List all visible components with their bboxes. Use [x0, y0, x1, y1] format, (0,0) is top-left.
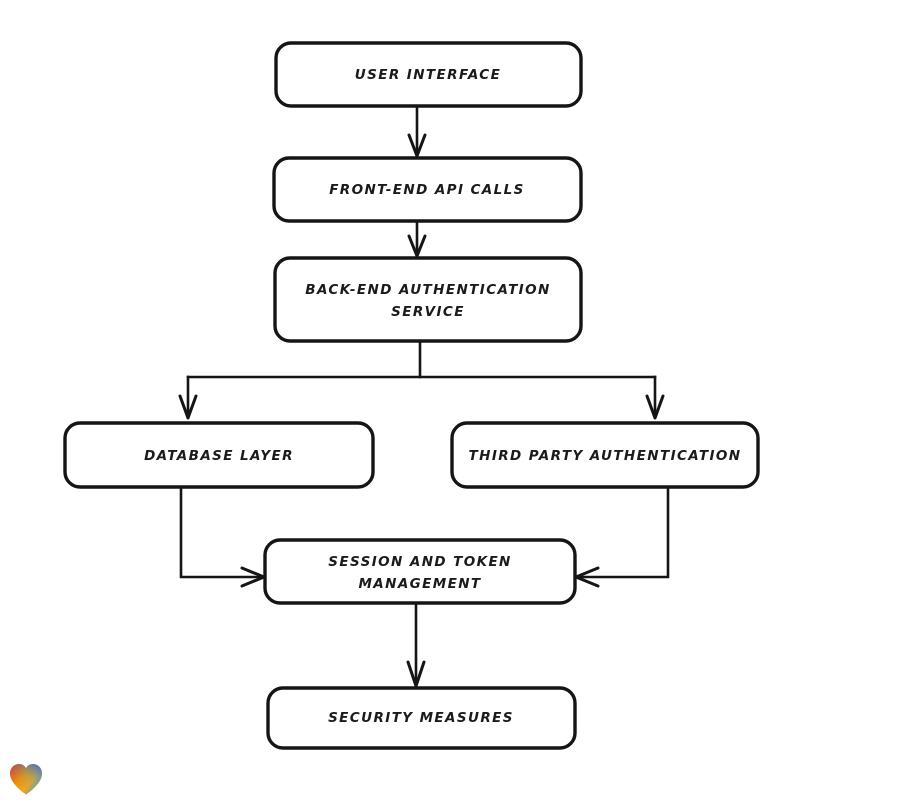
node-label-session-and-token-management-line2: MANAGEMENT — [358, 576, 481, 592]
edge-api-to-backend — [407, 219, 427, 258]
edge-ui-to-api — [407, 104, 427, 158]
node-label-back-end-auth-service-line1: BACK-END AUTHENTICATION — [305, 282, 550, 298]
node-label-session-and-token-management-line1: SESSION AND TOKEN — [328, 554, 512, 570]
node-box-third-party-authentication[interactable] — [450, 421, 760, 489]
node-back-end-auth-service[interactable]: BACK-END AUTHENTICATION SERVICE — [273, 256, 583, 343]
node-layer: USER INTERFACE FRONT-END API CALLS BACK-… — [63, 41, 760, 750]
node-box-front-end-api-calls[interactable] — [272, 156, 583, 223]
node-user-interface[interactable]: USER INTERFACE — [274, 41, 583, 108]
edge-third-to-session — [574, 485, 670, 588]
node-label-user-interface: USER INTERFACE — [355, 67, 501, 83]
edge-backend-to-third — [645, 375, 665, 420]
node-box-session-and-token-management[interactable] — [263, 538, 577, 605]
node-label-back-end-auth-service-line2: SERVICE — [391, 304, 465, 320]
node-box-back-end-auth-service[interactable] — [273, 256, 583, 343]
node-box-security-measures[interactable] — [266, 686, 577, 750]
edge-db-to-session — [179, 485, 266, 588]
node-box-user-interface[interactable] — [274, 41, 583, 108]
node-box-database-layer[interactable] — [63, 421, 375, 489]
node-label-third-party-authentication: THIRD PARTY AUTHENTICATION — [469, 448, 742, 464]
node-label-front-end-api-calls: FRONT-END API CALLS — [329, 182, 525, 198]
edge-session-to-security — [406, 601, 426, 688]
node-session-and-token-management[interactable]: SESSION AND TOKEN MANAGEMENT — [263, 538, 577, 605]
node-third-party-authentication[interactable]: THIRD PARTY AUTHENTICATION — [450, 421, 760, 489]
node-front-end-api-calls[interactable]: FRONT-END API CALLS — [272, 156, 583, 223]
node-label-database-layer: DATABASE LAYER — [144, 448, 294, 464]
heart-icon — [10, 764, 42, 795]
heart-icon-overlay — [10, 764, 42, 795]
edge-backend-split-trunk — [186, 339, 657, 379]
edge-backend-to-db — [178, 375, 198, 420]
node-label-security-measures: SECURITY MEASURES — [328, 710, 514, 726]
node-security-measures[interactable]: SECURITY MEASURES — [266, 686, 577, 750]
node-database-layer[interactable]: DATABASE LAYER — [63, 421, 375, 489]
